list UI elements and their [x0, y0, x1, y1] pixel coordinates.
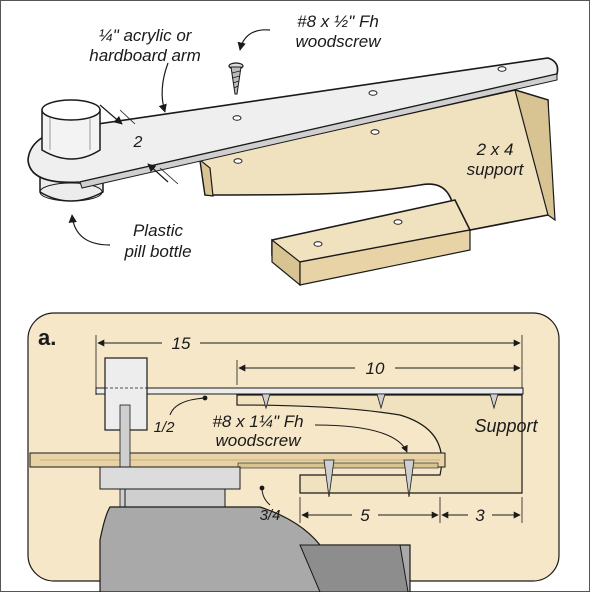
screw-leader	[237, 29, 271, 51]
arm-width-arrow-bottom	[147, 163, 169, 183]
woodscrew-icon	[228, 62, 244, 95]
support-profile	[236, 394, 523, 494]
detail-a-panel: a. 15 10	[27, 312, 560, 592]
pill-bottle-top	[41, 99, 101, 160]
support-label-line1: 2 x 4	[476, 140, 514, 159]
arm-width-arrow-top	[99, 104, 123, 125]
detail-screw-label-line2: woodscrew	[215, 431, 302, 450]
dimension-5-3: 5 3	[299, 497, 523, 525]
detail-badge: a.	[38, 325, 56, 350]
dimension-10: 10	[236, 359, 521, 385]
dimension-15: 15	[95, 334, 523, 395]
bottle-leader	[68, 214, 111, 246]
dim-half-leader	[169, 397, 206, 416]
support-block	[199, 89, 556, 287]
dim-5-label: 5	[360, 506, 370, 525]
bottle-label-line2: pill bottle	[123, 242, 191, 261]
dim-3-4-label: 3/4	[260, 507, 281, 524]
arm-leader	[158, 62, 169, 113]
dim-half-label: 1/2	[154, 419, 176, 436]
screw-label-line1: #8 x ½" Fh	[297, 12, 379, 31]
arm-label-line2: hardboard arm	[89, 46, 201, 65]
detail-support-label: Support	[474, 416, 538, 436]
table-screws	[323, 459, 415, 498]
dim-10-label: 10	[366, 359, 385, 378]
dim-15-label: 15	[172, 334, 191, 353]
acrylic-arm	[27, 57, 559, 189]
bottle-label-line1: Plastic	[133, 221, 184, 240]
arm-width-dimension: 2	[133, 134, 143, 151]
saw-machine	[99, 404, 411, 592]
top-isometric-view: ¼" acrylic or hardboard arm #8 x ½" Fh w…	[27, 12, 559, 287]
detail-screw-leader	[314, 424, 408, 453]
detail-screw-label-line1: #8 x 1¼" Fh	[212, 412, 303, 431]
dim-3-label: 3	[475, 506, 485, 525]
arm-label-line1: ¼" acrylic or	[99, 26, 193, 45]
screw-label-line2: woodscrew	[295, 32, 382, 51]
support-label-line2: support	[467, 160, 525, 179]
arm-profile	[95, 387, 524, 395]
arm-screws	[261, 393, 499, 410]
